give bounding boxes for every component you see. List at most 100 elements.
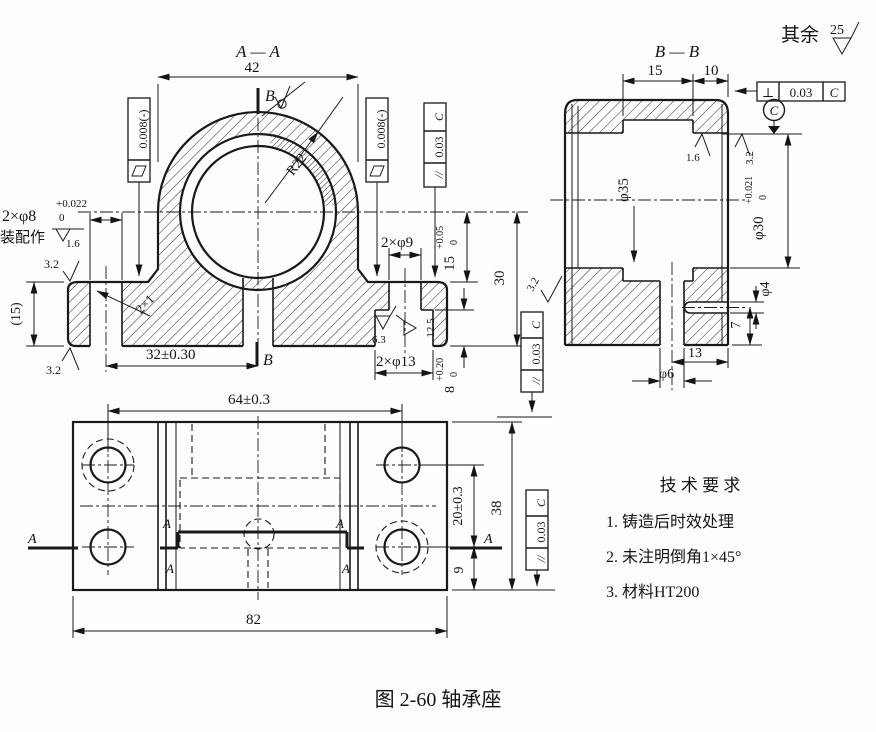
perpendicularity-icon: ⊥ [762,85,774,100]
dim-2xphi8-tol-lower: 0 [59,212,65,224]
roughness-6-3-icon: 6.3 [372,305,397,346]
label-a: A [483,532,493,547]
dim-2xphi9-text: 2×φ9 [381,235,413,251]
fcf-datum-ref: C [830,85,839,100]
fcf-parallel-topview: C 0.03 // [525,489,549,587]
cutting-line-a-a [28,530,502,550]
roughness-1-6-icon: 1.6 [52,228,84,250]
dim-32-text: 32±0.30 [146,347,195,363]
dim-2xphi13-text: 2×φ13 [376,354,416,370]
hidden-phi6-hole [243,518,275,550]
label-a: A [165,561,174,576]
label-b-top: B [265,88,275,105]
fcf-tol-value: 0.03 [790,85,813,100]
tech-title: 技 术 要 求 [660,476,741,495]
roughness-3-2-lower-value: 3.2 [46,363,61,377]
as-cast-leader [261,81,306,117]
dim-bb10-text: 10 [704,63,719,79]
fcf-flatness-right-value: 0.008(-) [374,110,388,149]
hidden-boss-outline [179,477,341,549]
fcf-perpendicular: ⊥ 0.03 C [734,81,846,102]
dim-42-text: 42 [245,60,260,76]
datum-c-symbol: C [762,98,786,134]
dim-phi30-value: φ30 [751,216,767,240]
dim-64-text: 64±0.3 [228,392,270,408]
dim-phi30-text: φ30 +0.021 0 [744,176,769,240]
view-section-a-a: B B R22 A — A 42 2×φ8 +0.022 0 装配作 1 [0,42,552,418]
roughness-12-5-value: 12.5 [425,318,437,338]
roughness-3-2-bb-right-value: 3.2 [744,151,756,165]
tech-item-2: 2. 未注明倒角1×45° [606,548,741,566]
figure-caption: 图 2-60 轴承座 [375,688,502,711]
datum-triangle-icon [768,126,780,134]
top-centerlines [80,416,436,600]
roughness-6-3-value: 6.3 [372,334,386,346]
dim-2xphi8-tol-upper: +0.022 [56,198,87,210]
dim-8-tol-lower: 0 [449,372,460,377]
others-label: 其余 [781,24,819,46]
roughness-3-2-bb-left-icon: 3.2 [525,276,563,304]
fcf-flatness-right: 0.008(-) [365,97,389,277]
roughness-triangle-icon [832,21,860,56]
chamfer-leader [96,290,151,317]
roughness-3-2-upper-value: 3.2 [44,257,59,271]
fcf-parallel-lower: C 0.03 // [497,311,552,418]
dim-r22-leader-tail [317,96,344,133]
dim-82-text: 82 [246,612,261,628]
fcf-datum-ref: C [432,112,446,121]
dim-2xphi8-text: 2×φ8 [2,208,36,225]
dim-bb15-text: 15 [648,63,663,79]
datum-c-letter: C [770,103,779,118]
dim-13-text: 13 [688,346,702,361]
roughness-3-2-bb-right-icon: 3.2 [734,132,756,165]
roughness-3-2-lower-icon: 3.2 [46,346,80,377]
parallelism-icon: // [529,376,543,385]
dim-8-value: 8 [443,386,458,393]
fcf-flatness-left-value: 0.008(-) [136,110,150,149]
dim-phi30-tol-lower: 0 [758,195,769,200]
dim-phi35-text: φ35 [616,178,632,202]
aa-centerlines [78,118,528,372]
bb-inner-edges [565,119,728,345]
as-cast-surface-icon [274,85,291,110]
top-extension-lines [72,404,555,638]
dim-30-text: 30 [492,271,508,286]
fcf-tol-value: 0.03 [529,344,543,365]
label-a: A [27,532,37,547]
view-section-b-b: B — B 15 10 φ35 φ30 +0.021 0 φ4 7 13 φ6 … [525,42,846,390]
fcf-datum-ref: C [534,498,548,507]
aa-title: A — A [235,42,280,61]
dim-8-text: 8 +0.20 0 [435,358,460,393]
parallelism-icon: // [534,554,548,563]
tech-item-3: 3. 材料HT200 [606,583,699,601]
parallelism-icon: // [432,170,446,179]
technical-requirements: 技 术 要 求 1. 铸造后时效处理 2. 未注明倒角1×45° 3. 材料HT… [606,476,741,601]
label-a: A [341,561,350,576]
dim-8-tol-upper: +0.20 [435,358,446,381]
roughness-1-6-bb-icon: 1.6 [686,132,711,164]
flatness-icon [369,165,385,177]
aa-hole-edges [89,278,434,346]
dim-step15-text: 15 +0.05 0 [435,226,460,271]
bb-base-hatch [565,268,728,345]
dim-9-text: 9 [452,567,467,574]
dim-step15-value: 15 [442,256,458,271]
dim-20-text: 20±0.3 [451,486,466,525]
label-a: A [162,516,171,531]
roughness-1-6-bb-value: 1.6 [686,152,700,164]
fcf-tol-value: 0.03 [534,522,548,543]
view-top: A A A A A A 64±0.3 82 38 20±0.3 9 C 0.03… [27,392,555,638]
bb-title: B — B [655,42,700,61]
dim-phi6-text: φ6 [659,367,674,382]
dim-7-text: 7 [729,322,744,329]
dim-r22-leader [264,131,319,204]
flatness-icon [131,165,147,177]
fcf-flatness-left: 0.008(-) [127,97,151,277]
roughness-1-6-value: 1.6 [66,238,80,250]
assembly-note: 装配作 [0,229,45,246]
label-b-bottom: B [263,352,273,369]
fcf-parallel-upper: C 0.03 // [423,102,447,278]
tech-item-1: 1. 铸造后时效处理 [606,513,734,531]
